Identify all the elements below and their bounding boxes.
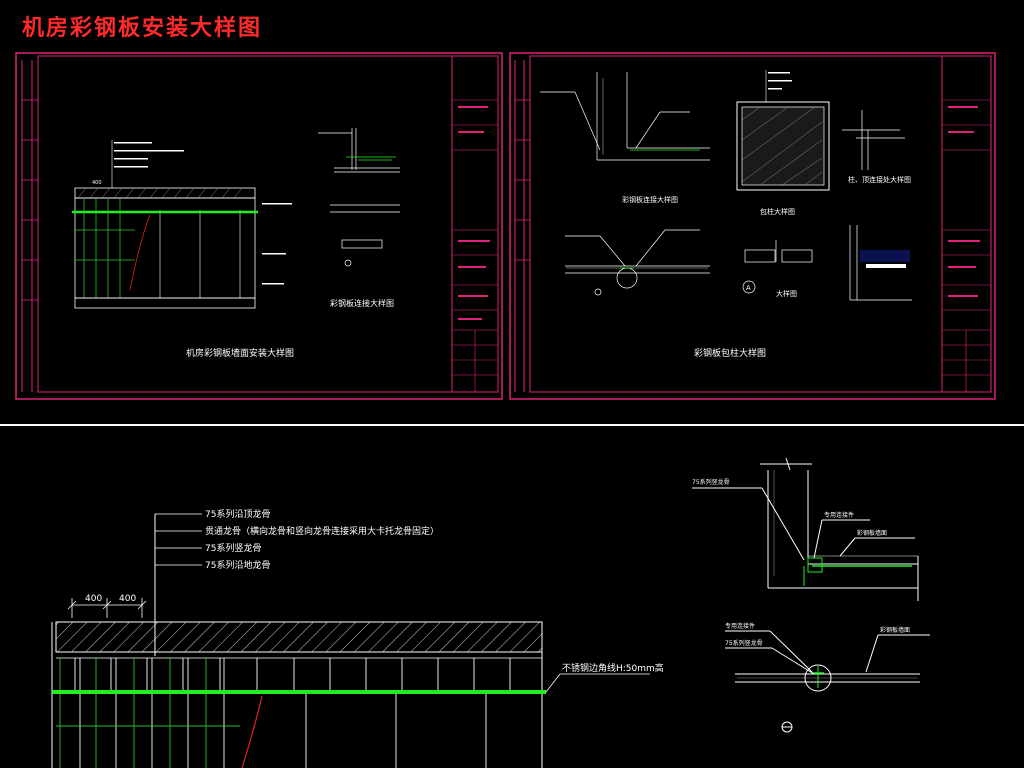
wall-frame [51,622,543,768]
sheet-thumbnails: 400 彩钢板连接大样图 机房彩钢板墙面安装大样图 [15,52,996,400]
sheet-2-right-detail [849,225,912,301]
leader-label-3: 75系列竖龙骨 [205,542,261,554]
sheet-2-corner-detail [540,72,710,161]
sheet-2-a-detail [742,240,813,294]
leader-label-2: 贯通龙骨（横向龙骨和竖向龙骨连接采用大卡托龙骨固定） [205,525,439,537]
dimension-line [67,598,147,618]
sheet-1-detail-caption: 彩钢板连接大样图 [330,298,394,308]
sheet-1-dim: 400 [92,180,102,186]
sheet-1-wall-elevation: 400 [72,140,292,309]
sheet-2-marker: A [746,284,751,292]
panel-connection-detail [725,630,930,733]
right-label-3: 彩钢板墙面 [857,529,887,537]
sheet-1: 400 彩钢板连接大样图 机房彩钢板墙面安装大样图 [15,52,503,400]
right-label-6: 彩钢板墙面 [880,626,910,634]
sheet-2-caption-column-top: 柱、顶连接处大样图 [848,175,911,184]
leader-label-4: 75系列沿地龙骨 [205,559,270,571]
leader-group: 75系列沿顶龙骨 贯通龙骨（横向龙骨和竖向龙骨连接采用大卡托龙骨固定） 75系列… [154,508,439,656]
sheet-1-main-caption: 机房彩钢板墙面安装大样图 [186,347,294,359]
sheet-1-title-block [451,56,498,392]
sheet-1-detail [318,128,400,267]
sheet-2-caption-detail: 大样图 [776,289,797,298]
ceiling-slab [55,621,543,653]
sheet-2-title-block [941,56,991,392]
sheet-2-column [736,70,830,191]
right-label-5: 75系列竖龙骨 [725,639,763,647]
leader-label-1: 75系列沿顶龙骨 [205,508,270,520]
sheet-2: 彩钢板连接大样图 包柱大样图 柱、顶连接处大样图 [509,52,996,400]
dimension-2: 400 [119,594,136,604]
page-title: 机房彩钢板安装大样图 [22,16,263,41]
right-label-1: 75系列竖龙骨 [692,478,730,486]
steel-trim-label: 不锈钢边角线H:50mm高 [562,662,664,674]
sheet-2-caption-connection: 彩钢板连接大样图 [622,195,678,204]
right-label-4: 专用连接件 [725,622,755,630]
sheet-2-connection [565,229,710,296]
sheet-2-caption-column: 包柱大样图 [760,207,795,216]
sheet-2-main-caption: 彩钢板包柱大样图 [694,347,766,359]
sheet-2-column-top [842,110,905,170]
corner-joint-detail [692,457,919,601]
enlarged-detail: 75系列沿顶龙骨 贯通龙骨（横向龙骨和竖向龙骨连接采用大卡托龙骨固定） 75系列… [51,457,930,768]
dimension-1: 400 [85,594,102,604]
divider [0,424,1024,426]
right-label-2: 专用连接件 [824,511,854,519]
